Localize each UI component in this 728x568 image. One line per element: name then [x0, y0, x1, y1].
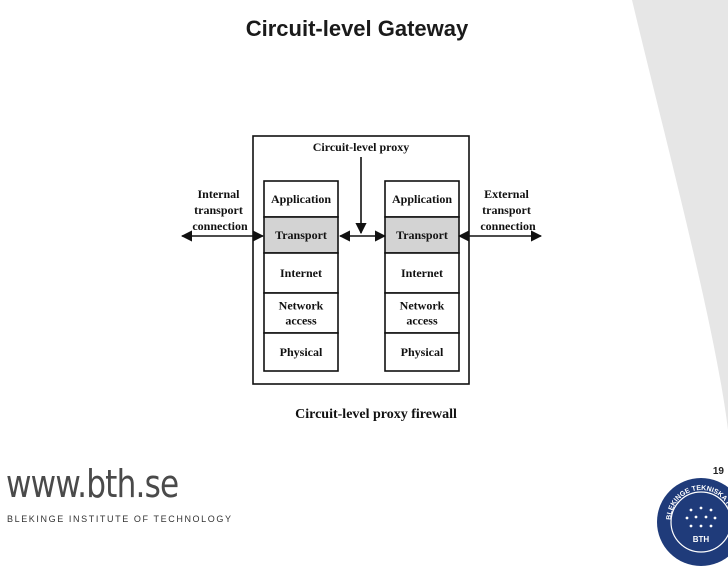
left-layer-box	[263, 252, 339, 294]
internal-label-line: Internal	[198, 187, 241, 201]
right-layer-label-line: access	[406, 314, 438, 328]
external-label-line: External	[484, 187, 529, 201]
internal-label-line: connection	[192, 219, 248, 233]
firewall-outer-box	[252, 135, 470, 385]
right-layer-box	[384, 180, 460, 218]
right-layer-box	[384, 216, 460, 254]
external-label-line: connection	[480, 219, 536, 233]
left-layer-label: Application	[271, 192, 331, 206]
right-layer-box	[384, 292, 460, 334]
external-connection-label: External transport connection	[480, 187, 536, 233]
institution-name: BLEKINGE INSTITUTE OF TECHNOLOGY	[7, 514, 233, 524]
left-layer-box	[263, 180, 339, 218]
left-layer-label-line: Internet	[280, 266, 322, 280]
right-layer-label-line: Network	[400, 299, 445, 313]
right-layer-label-line: Physical	[401, 345, 444, 359]
right-layer-label-line: Transport	[396, 228, 448, 242]
seal-outer-ring	[657, 478, 728, 566]
left-layer-label-line: Transport	[275, 228, 327, 242]
left-layer-label-line: Network	[279, 299, 324, 313]
page-number: 19	[712, 466, 724, 477]
internal-label-line: transport	[194, 203, 243, 217]
seal-emblem	[685, 506, 717, 528]
right-layer-box	[384, 332, 460, 372]
logo-url: www.bth.se	[6, 462, 179, 506]
left-layer-box	[263, 332, 339, 372]
left-layer-label: Physical	[280, 345, 323, 359]
right-layer-label-line: Application	[392, 192, 452, 206]
left-layer-label-line: Physical	[280, 345, 323, 359]
right-layer-label: Physical	[401, 345, 444, 359]
left-layer-label-line: Application	[271, 192, 331, 206]
seal-abbreviation: BTH	[693, 535, 710, 544]
diagram-caption: Circuit-level proxy firewall	[295, 407, 457, 422]
background-curve	[632, 0, 728, 430]
left-layer-label: Transport	[275, 228, 327, 242]
slide: Circuit-level Gateway Circuit-level prox…	[6, 0, 728, 566]
slide-title: Circuit-level Gateway	[245, 16, 469, 41]
right-layer-label-line: Internet	[401, 266, 443, 280]
university-seal: BLEKINGE TEKNISKA HÖGSKOLA BTH	[655, 476, 728, 566]
external-label-line: transport	[482, 203, 531, 217]
right-layer-box	[384, 252, 460, 294]
internal-connection-label: Internal transport connection	[192, 187, 248, 233]
proxy-label: Circuit-level proxy	[313, 140, 410, 154]
firewall-diagram: Circuit-level proxy ApplicationTransport…	[180, 135, 543, 422]
right-layer-label: Application	[392, 192, 452, 206]
left-layer-label: Internet	[280, 266, 322, 280]
right-layer-label: Internet	[401, 266, 443, 280]
left-layer-label-line: access	[285, 314, 317, 328]
right-layer-label: Transport	[396, 228, 448, 242]
background-curve-shape	[632, 0, 728, 430]
